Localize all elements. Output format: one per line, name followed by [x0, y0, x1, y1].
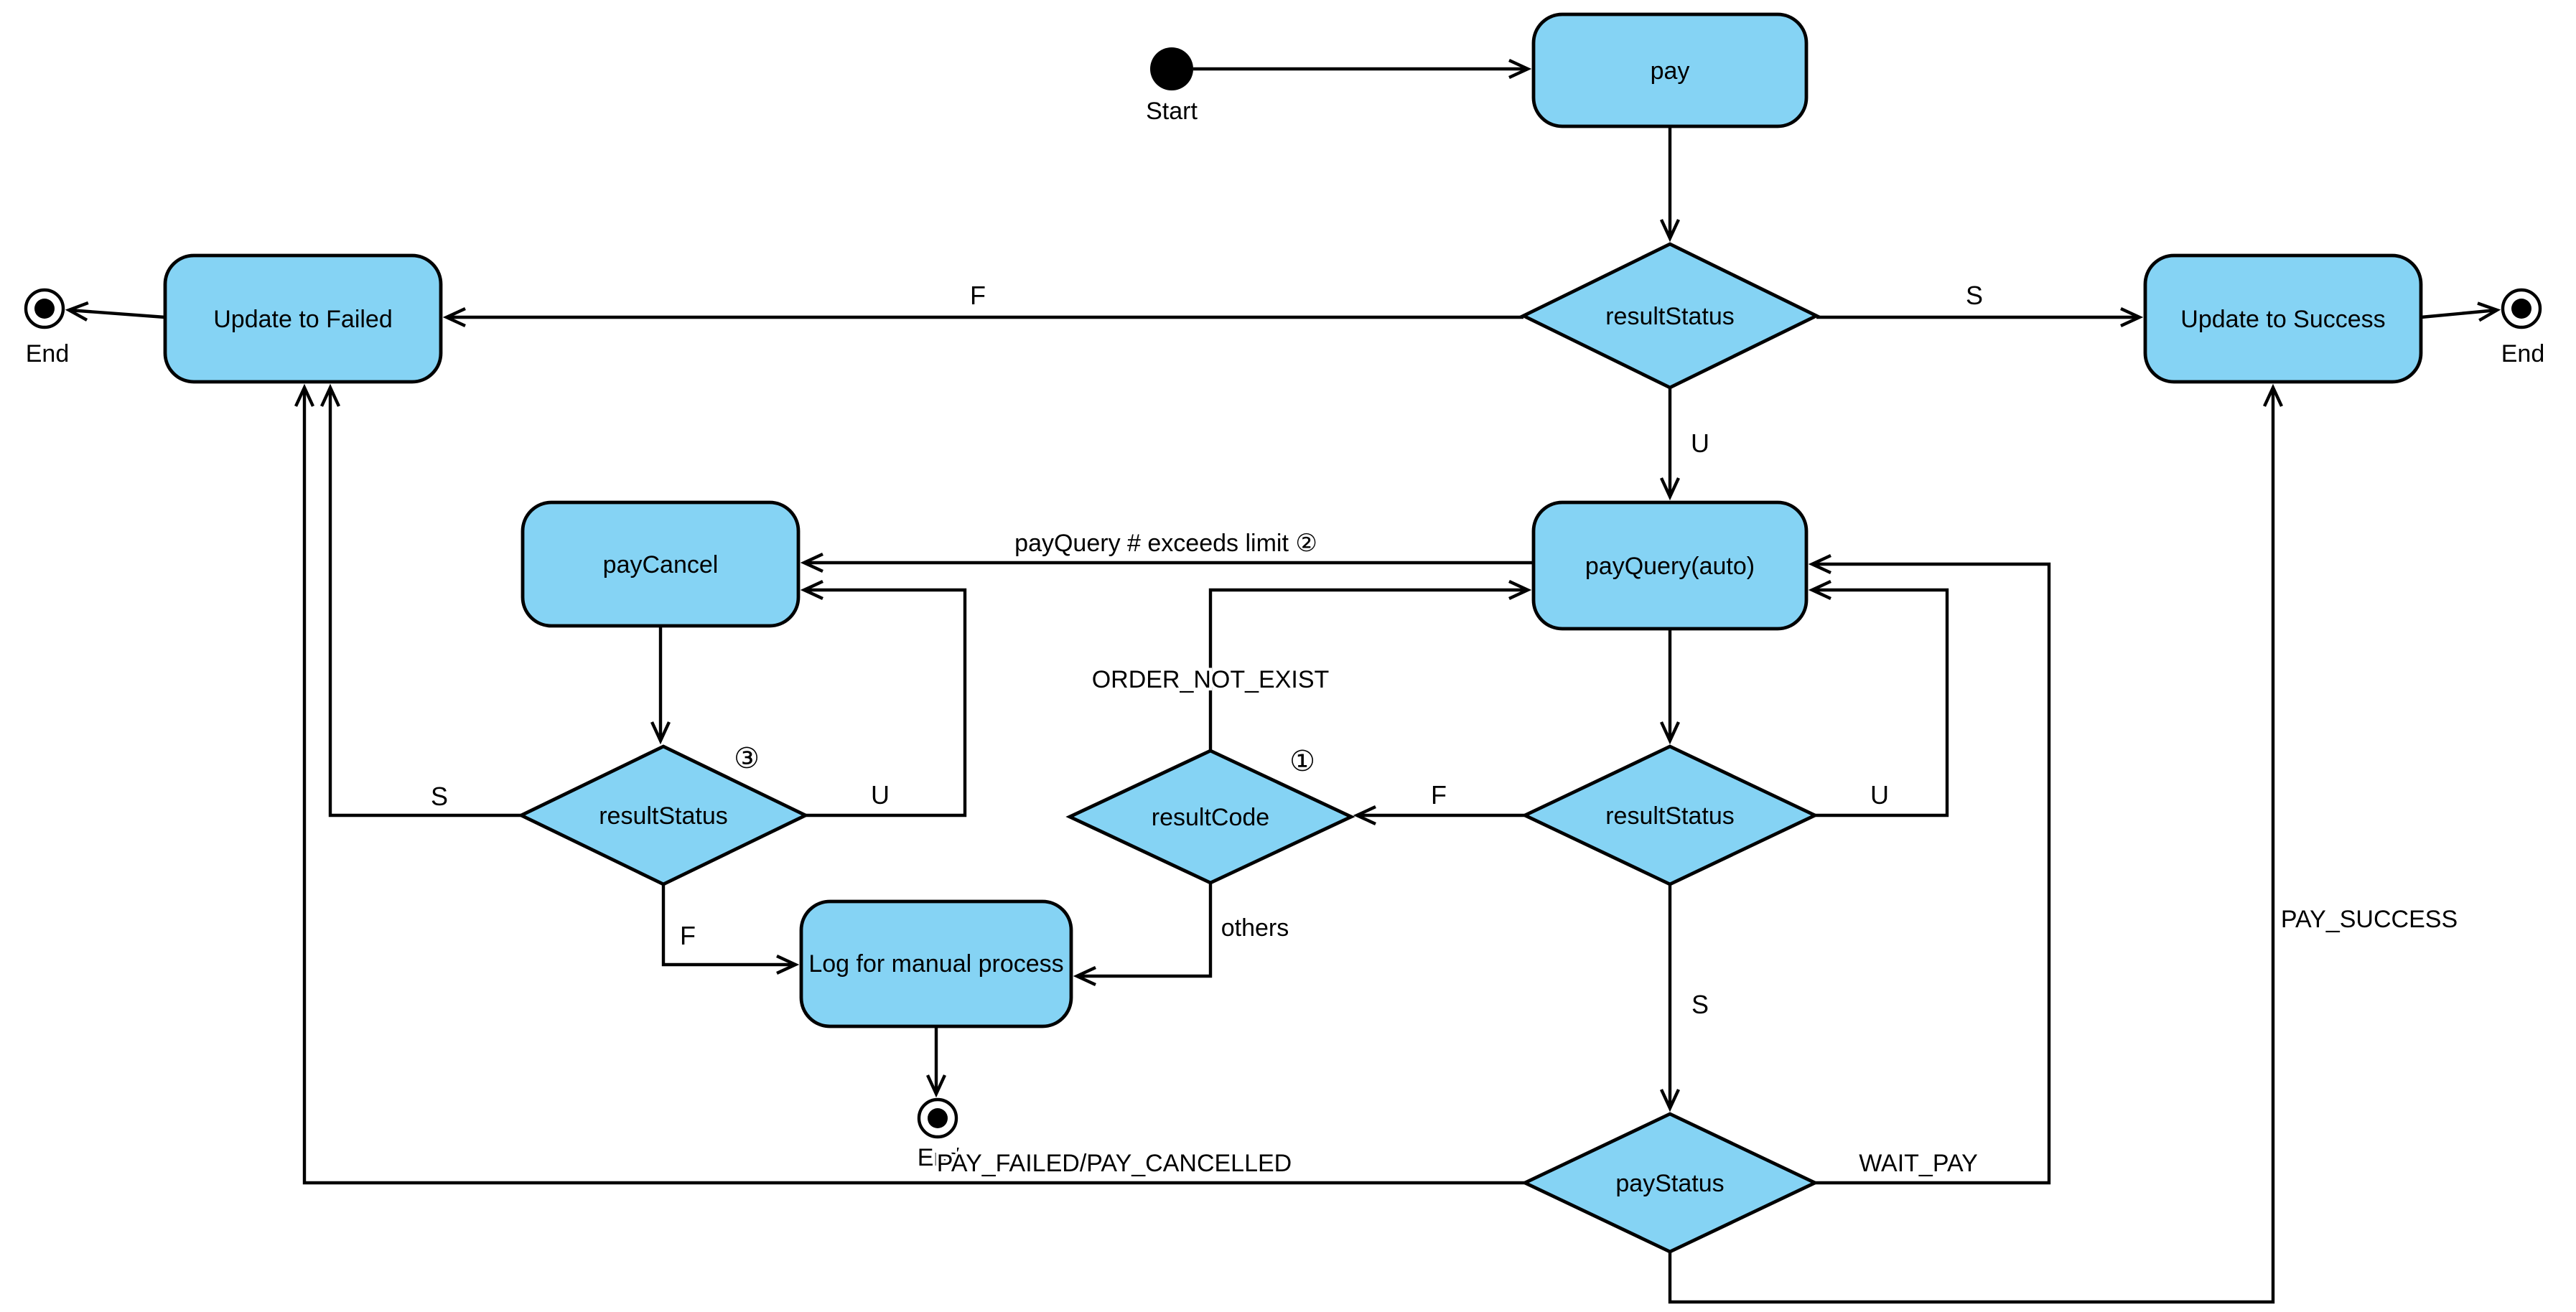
resultstatus-top-label: resultStatus [1605, 303, 1735, 330]
edge-paysuccess-to-update-success [1668, 383, 2283, 1304]
decision-resultcode: resultCode [1065, 749, 1355, 885]
label-u-mid: U [1870, 780, 1889, 810]
end-node-left: End [24, 288, 70, 367]
edge-payfailed-to-update-failed [294, 383, 1525, 1185]
paycancel-label: payCancel [603, 551, 719, 578]
edge-f-cancel-to-log [661, 884, 800, 975]
update-success-box [2143, 253, 2423, 384]
annotation-circled-3: ③ [734, 743, 760, 774]
decision-paystatus: payStatus [1521, 1112, 1819, 1254]
resultstatus-cancel-label: resultStatus [599, 802, 728, 830]
edge-update-success-to-end [2420, 301, 2501, 322]
resultstatus-mid-diamond [1521, 744, 1819, 886]
end-left-label: End [26, 340, 70, 367]
label-s-top: S [1966, 281, 1983, 310]
resultstatus-top-diamond [1519, 242, 1821, 390]
update-failed-box [163, 253, 443, 384]
node-payquery: payQuery(auto) [1531, 500, 1809, 631]
edge-order-not-exist-to-payquery [1208, 580, 1532, 751]
paycancel-box [521, 500, 801, 628]
edge-update-failed-to-end [65, 301, 166, 322]
decision-resultstatus-cancel: resultStatus [517, 744, 810, 886]
label-f-top: F [970, 281, 986, 310]
edge-u-cancel-loop-to-paycancel [800, 580, 967, 817]
start-label: Start [1146, 98, 1198, 125]
label-f-mid: F [1431, 780, 1447, 810]
edge-waitpay-loop-to-payquery [1808, 554, 2051, 1185]
label-s-mid: S [1691, 990, 1709, 1019]
end-node-right: End [2501, 288, 2545, 367]
resultstatus-mid-label: resultStatus [1605, 802, 1735, 830]
node-pay: pay [1531, 12, 1809, 128]
edge-others-to-log [1073, 883, 1213, 986]
paystatus-diamond [1521, 1112, 1819, 1254]
label-u-top: U [1691, 428, 1709, 458]
label-u-cancel: U [871, 780, 890, 810]
start-node: Start [1146, 47, 1198, 125]
end-bottom-inner-circle-icon [928, 1108, 948, 1128]
end-node-bottom: End [918, 1097, 961, 1171]
log-manual-label: Log for manual process [808, 950, 1063, 978]
label-pay-failed: PAY_FAILED/PAY_CANCELLED [937, 1150, 1292, 1177]
edges [65, 59, 2501, 1304]
end-right-label: End [2501, 340, 2545, 367]
start-circle-icon [1150, 47, 1193, 90]
label-s-cancel: S [431, 782, 448, 811]
update-success-label: Update to Success [2180, 306, 2385, 333]
paystatus-label: payStatus [1615, 1170, 1724, 1197]
edge-u-mid-loop-to-payquery [1808, 580, 1949, 817]
node-log-manual: Log for manual process [799, 899, 1073, 1028]
log-manual-box [799, 899, 1073, 1028]
node-update-failed: Update to Failed [163, 253, 443, 384]
payquery-box [1531, 500, 1809, 631]
label-f-cancel: F [680, 921, 696, 950]
resultcode-diamond [1065, 749, 1355, 885]
annotation-circled-1: ① [1289, 746, 1315, 777]
pay-label: pay [1651, 57, 1690, 85]
node-update-success: Update to Success [2143, 253, 2423, 384]
decision-resultstatus-top: resultStatus [1519, 242, 1821, 390]
label-others: others [1221, 914, 1289, 942]
edge-s-cancel-to-update-failed [320, 383, 521, 817]
update-failed-label: Update to Failed [213, 306, 393, 333]
resultstatus-cancel-diamond [517, 744, 810, 886]
label-wait-pay: WAIT_PAY [1859, 1150, 1978, 1177]
end-left-inner-circle-icon [34, 299, 55, 319]
label-order-not-exist: ORDER_NOT_EXIST [1092, 666, 1330, 693]
end-bottom-label: End [918, 1144, 961, 1171]
resultcode-label: resultCode [1152, 804, 1269, 831]
end-right-inner-circle-icon [2511, 299, 2531, 319]
pay-box [1531, 12, 1809, 128]
label-exceeds-limit: payQuery # exceeds limit ② [1014, 530, 1317, 557]
edge-labels: F S U payQuery # exceeds limit ② ORDER_N… [428, 278, 2460, 1180]
decision-resultstatus-mid: resultStatus [1521, 744, 1819, 886]
node-paycancel: payCancel [521, 500, 801, 628]
label-pay-success: PAY_SUCCESS [2281, 906, 2458, 933]
payquery-label: payQuery(auto) [1585, 553, 1755, 580]
